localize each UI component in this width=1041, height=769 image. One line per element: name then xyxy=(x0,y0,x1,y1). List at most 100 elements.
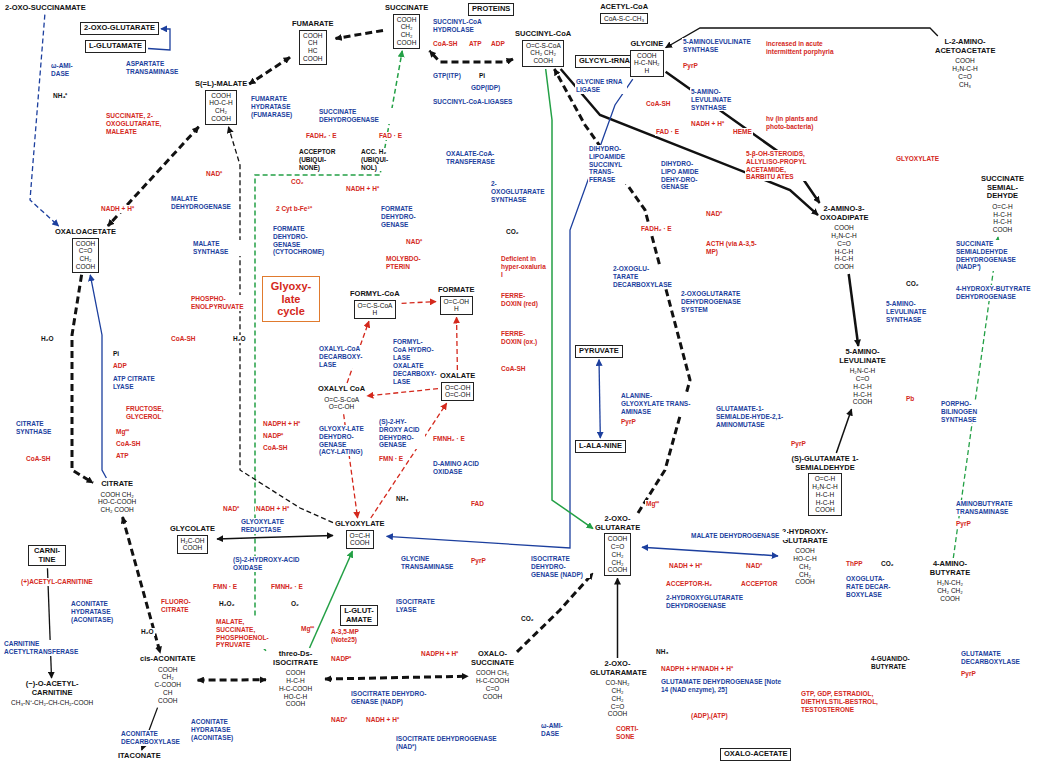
compound-name: 2-OXO-GLUTARATE xyxy=(595,515,640,532)
compound-name: FUMARATE xyxy=(292,20,334,29)
cofactor-note: Deficient in hyper-oxaluria I xyxy=(500,255,547,278)
structural-formula: H₂N‑C‑H C=O H‑C‑H H‑C‑H COOH xyxy=(847,366,879,407)
structural-formula: O=C‑H H‑C‑H H‑C‑H COOH xyxy=(989,202,1015,235)
compound-name: 2-OXO-GLUTARATE xyxy=(84,24,155,33)
enzyme-name: 2-HYDROXYGLUTARATE DEHYDROGENASE xyxy=(665,594,777,610)
compound-node: PYRUVATE xyxy=(575,345,623,358)
compound-name: L-2-AMINO-ACETOACETATE xyxy=(935,38,995,55)
label-text: Pi xyxy=(478,72,486,80)
reaction-arrow xyxy=(90,275,106,478)
compound-node: 4-AMINO-BUTYRATEH₂N‑CH₂ CH₂ CH₂ COOH xyxy=(925,560,975,604)
label-text: H₂O xyxy=(232,335,247,343)
compound-name: OXALO-ACETATE xyxy=(724,750,787,759)
cofactor-note: MOLYBDO-PTERIN xyxy=(385,255,432,271)
cofactor-note: Mg⁺⁺ xyxy=(645,500,660,508)
compound-node: OXALO-ACETATE xyxy=(720,748,791,761)
structural-formula: COOH H‑C‑NH₂ H xyxy=(630,50,664,77)
compound-node: GLYCINECOOH H‑C‑NH₂ H xyxy=(630,40,664,77)
reaction-arrow xyxy=(198,678,266,681)
compound-node: (−)-O-ACETYL-CARNITINECH₃‑N⁺‑CH₂‑CH‑CH₂‑… xyxy=(8,680,96,708)
cycle-box: Glyoxy-late cycle xyxy=(262,276,320,322)
label-text: H₂O₂ xyxy=(218,600,236,608)
cofactor-note: PyrP xyxy=(470,557,487,565)
enzyme-name: FUMARATE HYDRATASE (FUMARASE) xyxy=(250,95,302,118)
compound-node: ITACONATE xyxy=(118,752,161,761)
enzyme-name: ω-AMI-DASE xyxy=(540,722,572,738)
cofactor-note: ATP xyxy=(468,40,483,48)
reaction-arrow xyxy=(30,15,59,226)
enzyme-name: ω-AMI-DASE xyxy=(50,62,80,78)
compound-name: (−)-O-ACETYL-CARNITINE xyxy=(17,680,87,697)
structural-formula: CoA‑S‑C‑CH₃ xyxy=(600,13,648,25)
compound-node: CITRATECOOH CH₂ HO‑C‑COOH CH₂ COOH xyxy=(95,480,139,515)
enzyme-name: 5-AMINO-LEVULINATE SYNTHASE xyxy=(885,300,955,323)
compound-node: OXALO-SUCCINATECOOH CH₂ H‑C‑COOH C=O COO… xyxy=(470,650,515,701)
cofactor-note: NADH + H⁺ xyxy=(345,185,380,193)
compound-node: (S)-GLUTAMATE 1-SEMIALDEHYDEO=C‑H H₂N‑C‑… xyxy=(790,455,860,516)
cofactor-note: NAD⁺ xyxy=(330,716,348,724)
enzyme-name: GLUTAMATE DECARBOXYLASE xyxy=(960,650,1040,666)
compound-node: SUCCINATECOOH CH₂ CH₂ COOH xyxy=(385,4,428,49)
cofactor-note: Mg⁺⁺ xyxy=(300,625,315,633)
cofactor-note: HEME xyxy=(732,128,753,136)
compound-node: L-GLUT-AMATE xyxy=(340,605,378,626)
label-text: H₂O xyxy=(140,628,155,636)
compound-node: OXALYL CoAO=C‑S‑CoA O=C‑OH xyxy=(318,385,365,412)
cofactor-note: FMNH₂ · E xyxy=(432,435,466,443)
enzyme-name: GLUTAMATE-1-SEMIALDE-HYDE-2,1-AMINOMUTAS… xyxy=(715,405,787,428)
compound-name: S(=L)-MALATE xyxy=(195,80,247,89)
reaction-arrow xyxy=(617,578,619,658)
compound-name: 2-AMINO-3-OXOADIPATE xyxy=(820,205,868,222)
enzyme-name: ALANINE-GLYOXYLATE TRANS-AMINASE xyxy=(620,392,692,415)
enzyme-name: OXALYL-CoA DECARBOXY-LASE xyxy=(318,345,365,368)
enzyme-name: ISOCITRATE DEHYDRO-GENASE (NADP) xyxy=(350,690,437,706)
enzyme-name: FORMYL-CoA HYDRO-LASE xyxy=(392,338,436,361)
compound-name: PROTEINS xyxy=(472,5,510,14)
compound-name: ITACONATE xyxy=(118,752,161,761)
enzyme-name: (S)-2-HY-DROXY ACID DEHYDRO-GENASE xyxy=(378,418,425,449)
enzyme-name: ASPARTATE TRANSAMINASE xyxy=(125,60,197,76)
enzyme-name: GLYCINE TRANSAMINASE xyxy=(400,555,467,571)
structural-formula: O=C‑S‑CoA O=C‑OH xyxy=(321,395,362,413)
reaction-arrow xyxy=(402,302,436,304)
enzyme-name: DIHYDRO-LIPOAMIDE SUCCINYL TRANS-FERASE xyxy=(588,145,640,184)
compound-name: (S)-GLUTAMATE 1-SEMIALDEHYDE xyxy=(790,455,860,472)
reaction-arrow xyxy=(642,547,778,556)
structural-formula: O=C‑H H₂N‑C‑H H‑C‑H H‑C‑H COOH xyxy=(808,473,842,516)
structural-formula: O=C‑S‑CoA H xyxy=(354,300,397,320)
compound-node: GLYCOLATEH₂C‑OH COOH xyxy=(170,525,215,554)
compound-name: GLYCYL-tRNA xyxy=(579,57,630,66)
compound-node: 5-AMINO-LEVULINATEH₂N‑C‑H C=O H‑C‑H H‑C‑… xyxy=(835,348,890,407)
cofactor-note: FAD xyxy=(470,500,485,508)
cofactor-note: FAD · E xyxy=(655,128,680,136)
cofactor-note: FMN · E xyxy=(378,455,404,463)
structural-formula: H₂N‑CH₂ CH₂ CH₂ COOH xyxy=(934,578,966,603)
compound-name: PYRUVATE xyxy=(579,347,619,356)
reaction-arrow xyxy=(72,275,93,483)
cofactor-note: FADH₂ · E xyxy=(305,132,338,140)
compound-name: ACETYL-CoA xyxy=(600,3,648,12)
label-text: H₂O xyxy=(40,335,55,343)
compound-name: CITRATE xyxy=(95,480,139,489)
cofactor-note: NADH + H⁺ xyxy=(690,120,725,128)
cofactor-note: FMN · E xyxy=(212,583,238,591)
cofactor-note: NADP⁺ xyxy=(330,655,352,663)
compound-node: 2-OXO-GLUTARAMATECO‑NH₂ CH₂ CH₂ C=O COOH xyxy=(590,660,645,719)
cofactor-note: NADH + H⁺ xyxy=(100,205,135,213)
compound-name: GLYOXYLATE xyxy=(335,520,385,529)
cofactor-note: CoA-SH xyxy=(500,365,527,373)
enzyme-name: SUCCINATE DEHYDROGENASE xyxy=(318,108,395,124)
cofactor-note: CoA-SH xyxy=(115,440,142,448)
enzyme-name: ATP CITRATE LYASE xyxy=(112,375,162,391)
enzyme-name: FORMATE DEHYDRO-GENASE (CYTOCHROME) xyxy=(272,225,336,256)
structural-formula: COOH H₂N‑C‑H C=O CH₃ xyxy=(949,56,981,89)
enzyme-name: GDP(IDP) xyxy=(470,84,501,92)
cofactor-note: A-3,5-MP (Note25) xyxy=(330,628,377,644)
reaction-arrow xyxy=(249,57,290,84)
cofactor-note: ADP xyxy=(112,362,128,370)
enzyme-name: DIHYDRO-LIPO AMIDE DEHY-DRO-GENASE xyxy=(660,160,704,191)
cofactor-note: CoA-SH xyxy=(262,444,289,452)
label-text: CO₂ xyxy=(905,280,920,288)
structural-formula: O=C‑H COOH xyxy=(346,530,374,550)
structural-formula: O=C‑S‑CoA CH₂ CH₂ COOH xyxy=(522,40,565,67)
